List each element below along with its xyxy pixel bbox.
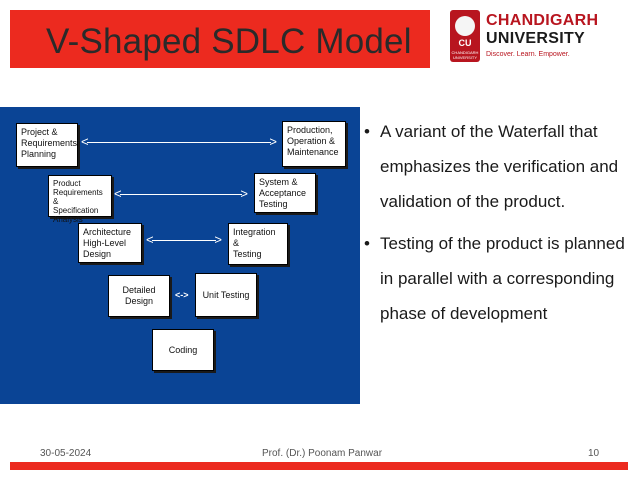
bullet-item: • A variant of the Waterfall that emphas… [362,114,632,219]
bullet-dot-icon: • [364,122,370,141]
system-acceptance-box: System & Acceptance Testing [254,173,316,213]
bullet-dot-icon: • [364,234,370,253]
row3-arrow: <> [146,232,222,247]
footer-bar [10,462,628,470]
footer-date: 30-05-2024 [40,448,92,459]
page-number: 10 [588,448,600,459]
project-planning-box: Project & Requirements Planning [16,123,78,167]
logo-name-line1: CHANDIGARH [486,12,599,29]
coding-box: Coding [152,329,214,371]
integration-testing-box: Integration & Testing [228,223,288,265]
row1-arrow: <> [81,134,277,149]
production-maintenance-box: Production, Operation & Maintenance [282,121,346,167]
footer-author: Prof. (Dr.) Poonam Panwar [262,448,383,459]
seal-small-text: CHANDIGARH UNIVERSITY [451,50,479,60]
v-model-diagram: Project & Requirements Planning <> Produ… [0,107,360,404]
row4-arrow: <-> [175,290,189,300]
logo-name-line2: UNIVERSITY [486,30,586,47]
product-requirements-box: Product Requirements & Specification Ana… [48,175,112,224]
slide-title: V-Shaped SDLC Model [46,22,412,61]
detailed-design-box: Detailed Design [108,275,170,317]
bullet-text: A variant of the Waterfall that emphasiz… [380,122,619,211]
logo-seal-icon: CU CHANDIGARH UNIVERSITY [450,10,480,62]
row2-arrow: <> [114,186,248,201]
university-logo: CU CHANDIGARH UNIVERSITY CHANDIGARH UNIV… [446,8,599,66]
seal-emblem-icon [455,16,475,36]
unit-testing-box: Unit Testing [195,273,257,317]
seal-cu-text: CU [458,38,472,48]
bullet-text: Testing of the product is planned in par… [380,234,625,323]
architecture-design-box: Architecture High-Level Design [78,223,142,263]
logo-tagline: Discover. Learn. Empower. [486,51,570,58]
bullet-list: • A variant of the Waterfall that emphas… [362,114,632,331]
bullet-item: • Testing of the product is planned in p… [362,226,632,331]
title-bar: V-Shaped SDLC Model [10,10,430,68]
